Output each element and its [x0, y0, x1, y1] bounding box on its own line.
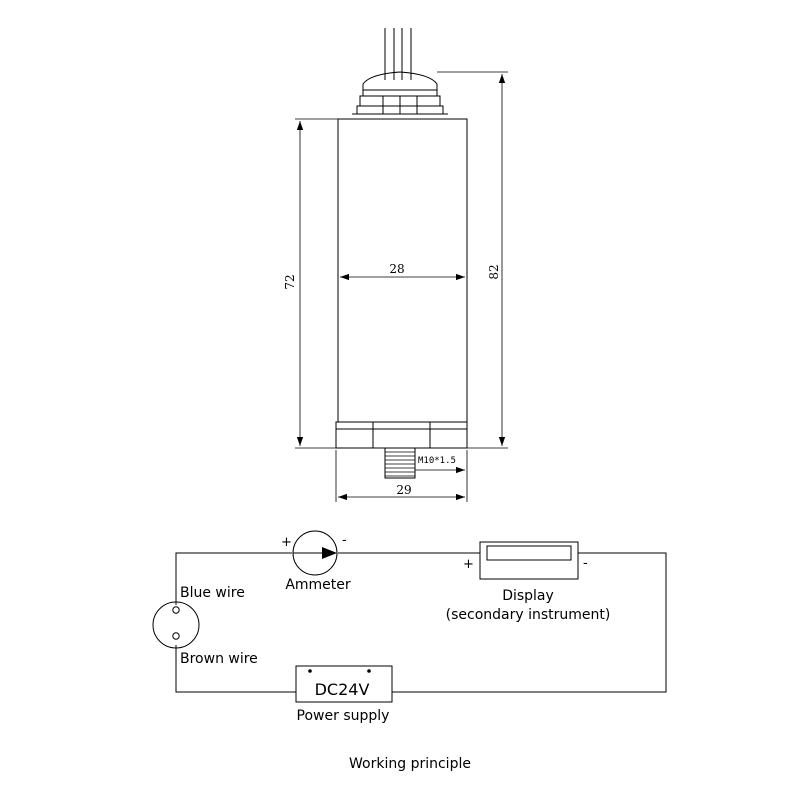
dimension-body-height: 72: [283, 118, 338, 449]
dimension-body-diameter: 28: [340, 262, 465, 281]
display-plus-sign: +: [463, 557, 474, 572]
sensor-mechanical-drawing: 72 82 28 M10*1.5 29: [283, 28, 508, 502]
dimension-28-label: 28: [389, 262, 404, 276]
power-supply-negative-terminal: [367, 669, 371, 673]
ammeter-label: Ammeter: [285, 577, 351, 593]
blue-wire-terminal: [172, 606, 180, 614]
display-label: Display: [502, 588, 554, 604]
power-supply-voltage: DC24V: [315, 680, 370, 699]
wiring-diagram: + - Ammeter + - Display (secondary instr…: [152, 530, 667, 724]
thread: [384, 447, 416, 479]
brown-wire-terminal: [172, 632, 180, 640]
dimension-82-label: 82: [487, 264, 501, 279]
display-minus-sign: -: [583, 556, 588, 571]
dimension-72-label: 72: [283, 274, 297, 289]
dimension-thread: M10*1.5: [415, 456, 465, 474]
power-supply: DC24V Power supply: [295, 665, 393, 724]
sensor-connector: Blue wire Brown wire: [152, 585, 258, 667]
ammeter: + - Ammeter: [281, 530, 351, 593]
blue-wire-label: Blue wire: [180, 585, 245, 601]
display-instrument: + - Display (secondary instrument): [446, 541, 611, 623]
cable-gland: [352, 71, 448, 115]
sensor-base: [335, 421, 468, 449]
ammeter-arrow-icon: [322, 547, 337, 559]
cable: [384, 28, 412, 80]
thread-spec-label: M10*1.5: [418, 456, 456, 466]
display-label-secondary: (secondary instrument): [446, 607, 611, 623]
diagram-caption: Working principle: [349, 756, 471, 772]
power-supply-label: Power supply: [297, 708, 390, 724]
ammeter-plus-sign: +: [281, 535, 292, 550]
circuit-wires: [175, 552, 667, 693]
dimension-29-label: 29: [396, 483, 411, 497]
power-supply-positive-terminal: [308, 669, 312, 673]
ammeter-minus-sign: -: [342, 533, 347, 548]
dimension-base-diameter: 29: [335, 450, 468, 502]
dimension-total-height: 82: [437, 71, 508, 449]
brown-wire-label: Brown wire: [180, 651, 258, 667]
